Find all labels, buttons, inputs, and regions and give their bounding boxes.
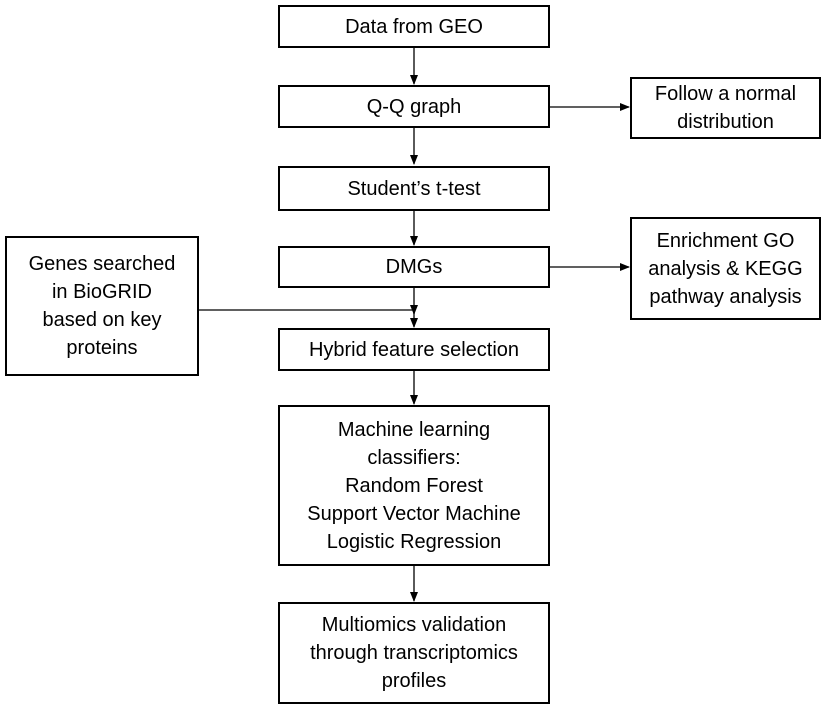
node-dmgs: DMGs: [278, 246, 550, 288]
node-label: Student’s t-test: [347, 177, 481, 200]
node-label: DMGs: [385, 256, 443, 278]
node-label: classifiers:: [367, 446, 461, 469]
node-hybrid-feature-selection: Hybrid feature selection: [278, 328, 550, 371]
node-biogrid-genes: Genes searched in BioGRID based on key p…: [5, 236, 199, 376]
node-label: Follow a normal: [654, 83, 797, 105]
node-label: Logistic Regression: [326, 530, 502, 553]
node-label: Data from GEO: [345, 15, 483, 38]
node-multiomics-validation: Multiomics validation through transcript…: [278, 602, 550, 704]
node-label: proteins: [66, 337, 138, 359]
node-label: Genes searched: [28, 253, 176, 275]
node-label: distribution: [677, 111, 774, 133]
arrow-genes-to-hybrid: [199, 305, 418, 315]
node-qq-graph: Q-Q graph: [278, 85, 550, 128]
node-ml-classifiers: Machine learning classifiers: Random For…: [278, 405, 550, 566]
node-label: Support Vector Machine: [307, 502, 521, 525]
node-label: Q-Q graph: [366, 95, 462, 118]
node-label: profiles: [381, 670, 447, 692]
node-label: in BioGRID: [51, 281, 152, 303]
node-label: analysis & KEGG: [648, 257, 803, 280]
node-label: Hybrid feature selection: [308, 338, 520, 361]
node-label: Enrichment GO: [656, 229, 795, 252]
node-data-from-geo: Data from GEO: [278, 5, 550, 48]
node-label: pathway analysis: [649, 285, 802, 308]
node-normal-distribution: Follow a normal distribution: [630, 77, 821, 139]
node-label: based on key: [42, 309, 162, 331]
node-students-t-test: Student’s t-test: [278, 166, 550, 211]
node-enrichment-analysis: Enrichment GO analysis & KEGG pathway an…: [630, 217, 821, 320]
node-label: Random Forest: [345, 474, 483, 497]
node-label: through transcriptomics: [310, 642, 518, 664]
node-label: Machine learning: [337, 418, 491, 441]
node-label: Multiomics validation: [321, 614, 507, 636]
